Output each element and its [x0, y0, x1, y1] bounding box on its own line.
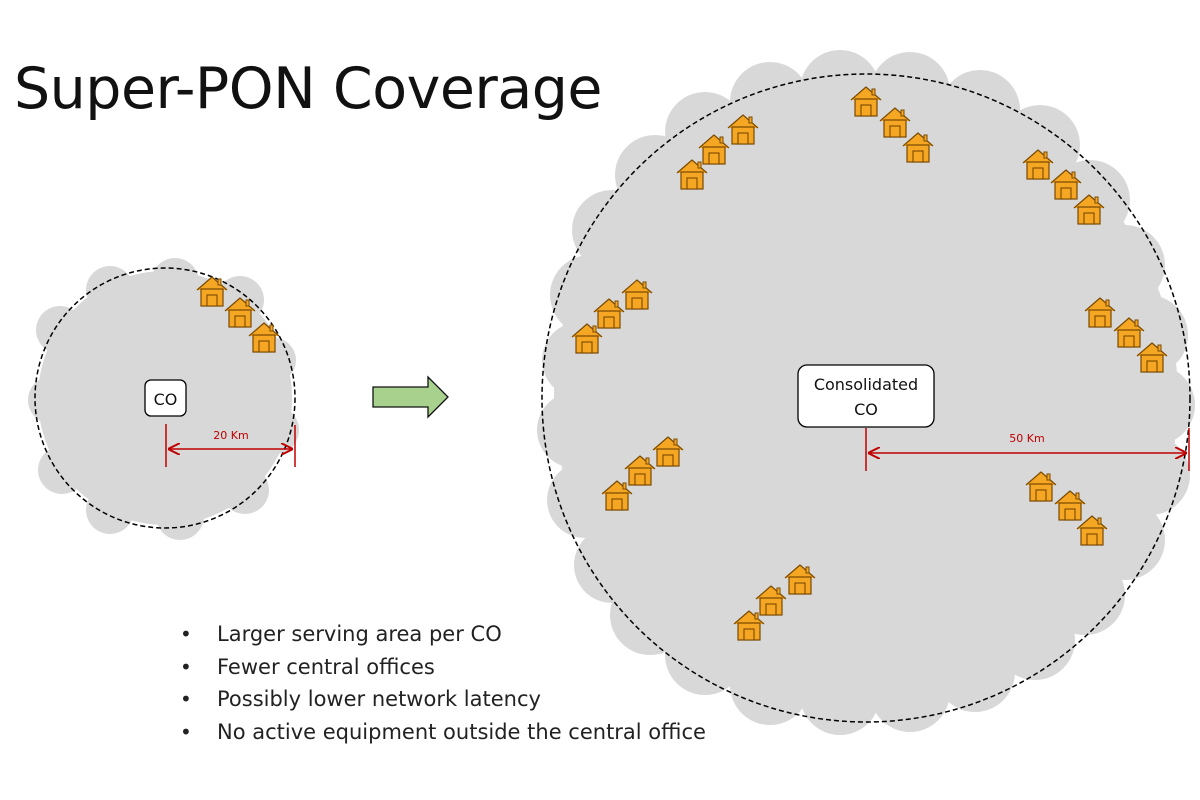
list-item: • No active equipment outside the centra… [180, 716, 706, 749]
small-radius-label: 20 Km [213, 429, 248, 442]
small-co-label: CO [154, 390, 178, 409]
consolidated-co-node: Consolidated CO [797, 364, 935, 428]
bullet-text: Possibly lower network latency [217, 687, 541, 711]
benefits-list: • Larger serving area per CO • Fewer cen… [180, 618, 706, 748]
small-coverage-boundary [34, 267, 296, 529]
large-radius-dimension: 50 Km [865, 428, 1190, 471]
bullet-icon: • [180, 654, 192, 679]
large-radius-label: 50 Km [1009, 432, 1044, 445]
slide-title: Super-PON Coverage [14, 56, 603, 122]
bullet-text: Fewer central offices [217, 654, 435, 679]
large-coverage-boundary [541, 73, 1191, 723]
list-item: • Larger serving area per CO [180, 618, 706, 651]
list-item: • Fewer central offices [180, 651, 706, 684]
small-radius-dimension: 20 Km [165, 424, 296, 467]
consolidated-co-label-line2: CO [854, 400, 878, 419]
large-cloud-edge [537, 50, 1195, 735]
bullet-icon: • [180, 622, 192, 646]
bullet-text: No active equipment outside the central … [217, 719, 706, 744]
right-arrow-icon [372, 375, 449, 419]
bullet-icon: • [180, 687, 192, 711]
list-item: • Possibly lower network latency [180, 683, 706, 716]
consolidated-co-label-line1: Consolidated [814, 375, 918, 394]
bullet-icon: • [180, 719, 192, 744]
bullet-text: Larger serving area per CO [217, 622, 502, 646]
small-co-node: CO [144, 379, 187, 417]
